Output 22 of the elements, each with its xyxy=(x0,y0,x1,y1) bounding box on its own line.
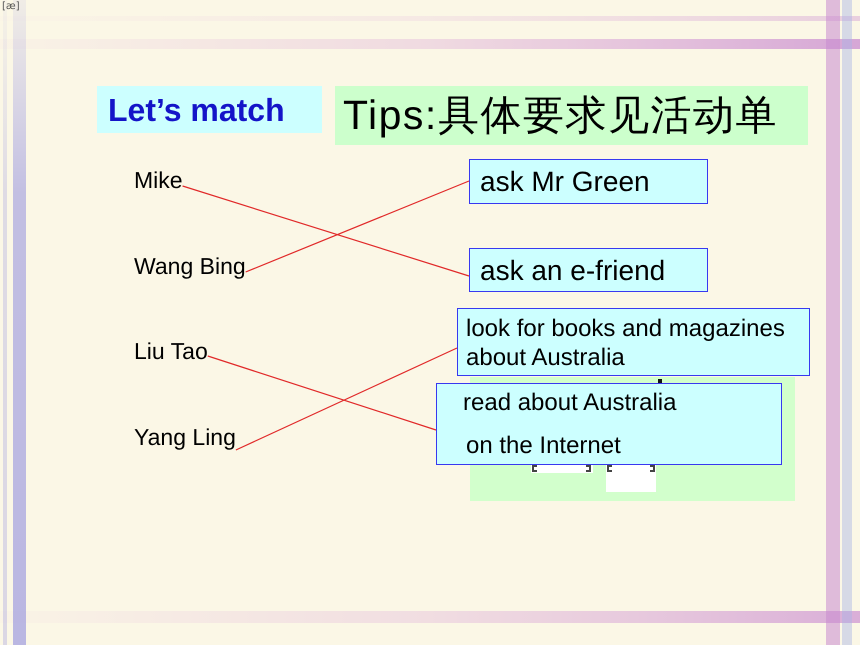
matching-line xyxy=(208,355,436,431)
phrase-text: ask an e-friend xyxy=(480,255,666,287)
name-label: Liu Tao xyxy=(134,338,208,364)
tips-banner xyxy=(335,86,808,145)
matching-line xyxy=(182,185,470,277)
phrase-text: on the Internet xyxy=(466,432,621,460)
phonetic-symbol-label: [æ] xyxy=(2,1,20,12)
phrase-card xyxy=(457,308,810,376)
phrase-card xyxy=(436,383,782,465)
phrase-card xyxy=(469,248,708,292)
name-label: Wang Bing xyxy=(134,253,246,279)
phrase-text: look for books and magazines about Australia xyxy=(466,314,786,372)
name-label: Mike xyxy=(134,167,183,193)
matching-line xyxy=(245,180,470,273)
phrase-text: ask Mr Green xyxy=(480,166,650,198)
heading-banner xyxy=(97,86,322,133)
phrase-text: read about Australia xyxy=(463,389,676,417)
phrase-card xyxy=(469,159,708,204)
matching-line xyxy=(236,347,458,451)
heading-text: Let’s match xyxy=(108,91,285,129)
name-label: Yang Ling xyxy=(134,424,236,450)
tips-text: Tips:具体要求见活动单 xyxy=(343,91,778,139)
